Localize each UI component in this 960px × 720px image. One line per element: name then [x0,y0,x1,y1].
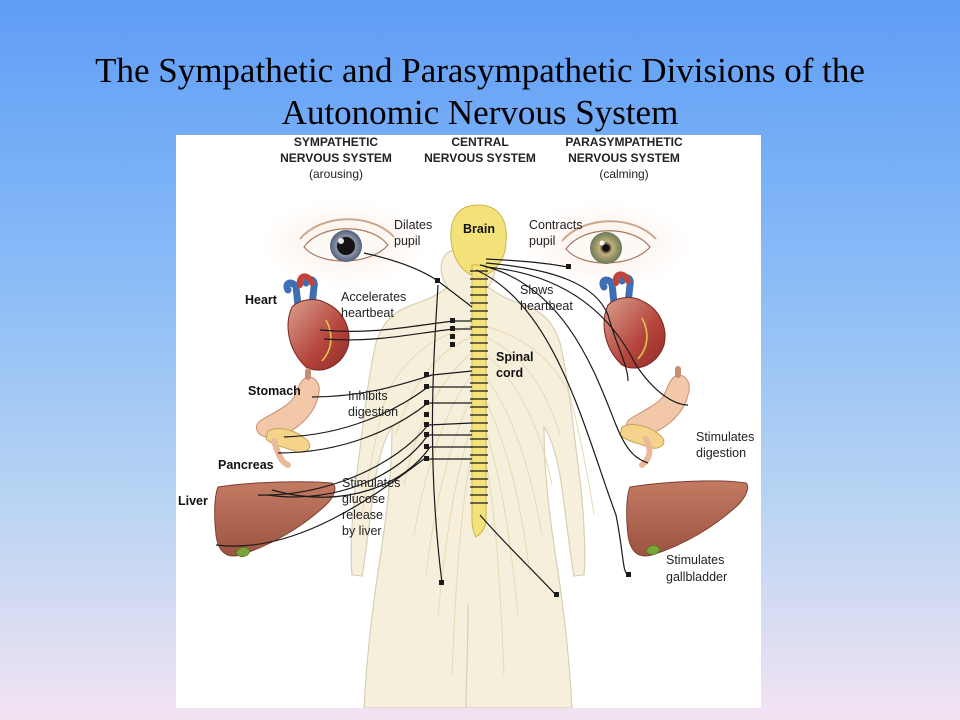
slide-title-line-1: The Sympathetic and Parasympathetic Divi… [95,51,865,90]
stomach-label: Stomach [248,384,301,398]
stimulates-glucose-line-1: Stimulates [342,476,400,490]
slide-title-line-2: Autonomic Nervous System [281,93,679,132]
sympathetic-nerves [215,252,473,584]
right-heart [599,271,666,369]
spinal-cord-label-line-2: cord [496,366,523,380]
sympathetic-ganglia [424,278,455,585]
parasympathetic-nerves [475,258,689,596]
column-headers: SYMPATHETIC NERVOUS SYSTEM (arousing) CE… [280,135,683,181]
pancreas-label: Pancreas [218,458,274,472]
sympathetic-header-note: (arousing) [309,167,363,181]
stimulates-glucose-line-4: by liver [342,524,382,538]
sympathetic-header-line-2: NERVOUS SYSTEM [280,151,392,165]
sympathetic-effect-labels: Dilates pupil Accelerates heartbeat Inhi… [341,218,432,538]
central-nervous-system: Brain Spinal cord [450,204,534,538]
central-header-line-1: CENTRAL [451,135,508,149]
stimulates-digestion-line-2: digestion [696,446,746,460]
left-heart [283,273,350,371]
liver-label: Liver [178,494,208,508]
brain-label: Brain [463,222,495,236]
stimulates-gallbladder-line-1: Stimulates [666,553,724,567]
slows-heartbeat-line-1: Slows [520,283,553,297]
parasympathetic-header-line-2: NERVOUS SYSTEM [568,151,680,165]
stimulates-digestion-line-1: Stimulates [696,430,754,444]
parasympathetic-header-line-1: PARASYMPATHETIC [565,135,683,149]
dilates-pupil-line-2: pupil [394,234,420,248]
dilates-pupil-line-1: Dilates [394,218,432,232]
inhibits-digestion-line-2: digestion [348,405,398,419]
right-pancreas [619,424,665,468]
stimulates-gallbladder-line-2: gallbladder [666,570,727,584]
nervous-system-diagram: Brain Spinal cord SYMPATHETIC NERVOUS SY… [176,135,761,708]
parasympathetic-effect-labels: Contracts pupil Slows heartbeat Stimulat… [520,218,754,584]
diagram-canvas: Brain Spinal cord SYMPATHETIC NERVOUS SY… [178,135,754,708]
parasympathetic-header-note: (calming) [599,167,648,181]
accelerates-heartbeat-line-1: Accelerates [341,290,406,304]
body-silhouette [350,249,595,708]
spinal-segments [470,270,488,504]
spinal-cord-label-line-1: Spinal [496,350,534,364]
inhibits-digestion-line-1: Inhibits [348,389,388,403]
left-stomach [256,368,320,438]
left-liver [214,481,336,557]
left-eye [262,201,426,285]
stimulates-glucose-line-3: release [342,508,383,522]
slide-title: The Sympathetic and Parasympathetic Divi… [0,50,960,134]
contracts-pupil-line-2: pupil [529,234,555,248]
organ-labels: Heart Stomach Pancreas Liver [178,293,301,508]
accelerates-heartbeat-line-2: heartbeat [341,306,394,320]
stimulates-glucose-line-2: glucose [342,492,385,506]
parasympathetic-ganglia [554,264,631,597]
slows-heartbeat-line-2: heartbeat [520,299,573,313]
right-liver [626,480,749,557]
central-header-line-2: NERVOUS SYSTEM [424,151,536,165]
sympathetic-header-line-1: SYMPATHETIC [294,135,379,149]
heart-label: Heart [245,293,278,307]
contracts-pupil-line-1: Contracts [529,218,583,232]
spinal-cord [471,264,487,538]
